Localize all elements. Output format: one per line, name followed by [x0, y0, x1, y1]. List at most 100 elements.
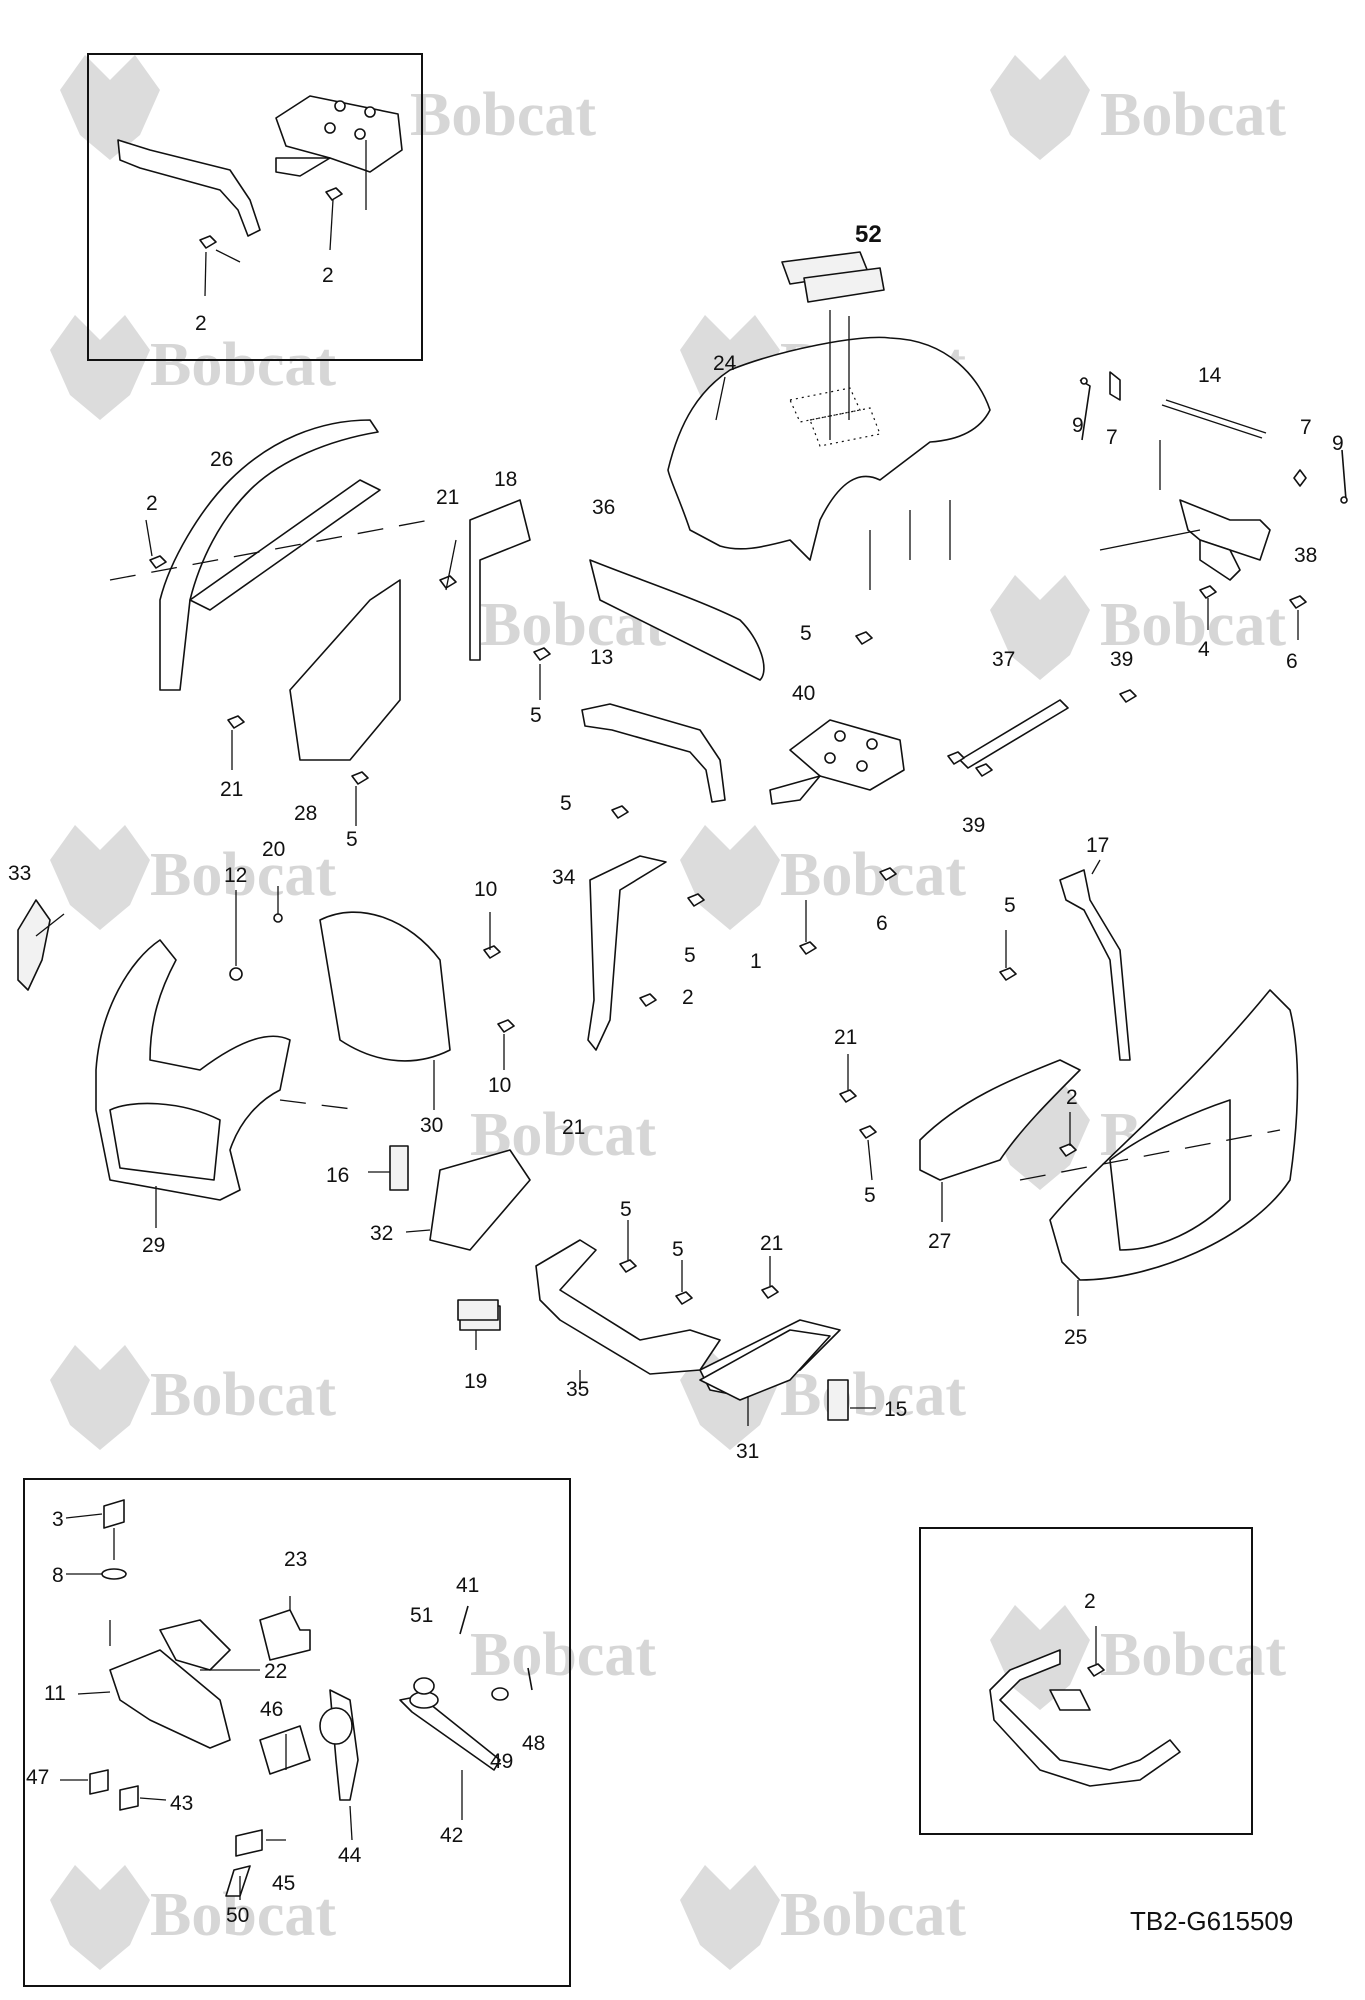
inset-frame-bottom-left: [23, 1478, 571, 1987]
callout-label: 48: [522, 1732, 545, 1755]
callout-label: 40: [792, 682, 815, 705]
svg-text:Bobcat: Bobcat: [1100, 591, 1286, 659]
inset-frame-top-left: [87, 53, 423, 361]
bobcat-watermark-logo: Bobcat: [60, 55, 596, 160]
drawing-code: TB2-G615509: [1130, 1906, 1293, 1936]
svg-text:Bobcat: Bobcat: [470, 1621, 656, 1689]
callout-label: 8: [52, 1564, 64, 1587]
part-inset-bracket: 2: [989, 1590, 1181, 1787]
svg-text:Bobcat: Bobcat: [150, 841, 336, 909]
callout-label: 10: [474, 878, 497, 901]
callout-label: 5: [560, 792, 572, 815]
callout-label: 24: [713, 352, 737, 375]
inset-top-left-parts: 2 2: [117, 95, 403, 335]
callout-label: 32: [370, 1222, 393, 1245]
callout-label: 1: [750, 950, 762, 973]
callout-label: 16: [326, 1164, 349, 1187]
callout-label: 44: [338, 1844, 362, 1867]
callout-label: 39: [962, 814, 985, 837]
callout-label: 22: [264, 1660, 287, 1683]
callout-label: 33: [8, 862, 31, 885]
callout-label: 5: [684, 944, 696, 967]
svg-text:Bobcat: Bobcat: [150, 1881, 336, 1949]
callout-label: 23: [284, 1548, 307, 1571]
callout-label: 11: [44, 1682, 66, 1705]
callout-label: 31: [736, 1440, 759, 1463]
callout-label: 45: [272, 1872, 295, 1895]
callout-label: 7: [1300, 416, 1312, 439]
callout-label: 12: [224, 864, 247, 887]
callout-label: 21: [834, 1026, 857, 1049]
callout-label: 46: [260, 1698, 283, 1721]
callout-label: 52: [855, 221, 882, 248]
callout-label: 47: [26, 1766, 49, 1789]
callout-label: 29: [142, 1234, 165, 1257]
callout-label: 21: [436, 486, 459, 509]
callout-label: 18: [494, 468, 517, 491]
callout-label: 3: [52, 1508, 64, 1531]
bobcat-watermark-logo: Bobcat: [470, 1621, 656, 1689]
part-front-panel-left: 26 2 21 18 36 5 21 28 5: [109, 419, 765, 851]
callout-label: 42: [440, 1824, 463, 1847]
callout-label: 39: [1110, 648, 1133, 671]
callout-label: 5: [1004, 894, 1016, 917]
svg-text:Bobcat: Bobcat: [150, 1361, 336, 1429]
bobcat-watermark-logo: Bobcat: [50, 315, 336, 420]
callout-label: 2: [322, 264, 334, 287]
callout-label: 35: [566, 1378, 589, 1401]
callout-label: 27: [928, 1230, 951, 1253]
watermark-layer: Bobcat Bobcat Bobcat Bobcat Bobcat Bobca…: [50, 55, 1286, 1970]
callout-label: 30: [420, 1114, 443, 1137]
callout-label: 9: [1332, 432, 1344, 455]
callout-label: 2: [195, 312, 207, 335]
bobcat-watermark-logo: Bobcat: [50, 825, 336, 930]
part-hood-stay: 14 9 7 7 9 38 4 6: [1072, 364, 1348, 673]
callout-label: 19: [464, 1370, 487, 1393]
callout-label: 7: [1106, 426, 1118, 449]
callout-label: 21: [760, 1232, 783, 1255]
callout-label: 43: [170, 1792, 193, 1815]
callout-label: 5: [346, 828, 358, 851]
callout-label: 38: [1294, 544, 1317, 567]
part-hood: 52 24: [667, 221, 991, 590]
inset-frame-bottom-right: [919, 1527, 1253, 1835]
callout-label: 20: [262, 838, 285, 861]
part-side-panel-right: 17 5 21 2 5 27 25: [834, 834, 1299, 1349]
part-under-covers: 5 5 21 19 35 31 15: [457, 1198, 907, 1463]
bobcat-watermark-logo: Bobcat: [50, 1345, 336, 1450]
svg-text:Bobcat: Bobcat: [410, 81, 596, 149]
callout-label: 21: [220, 778, 243, 801]
callout-label: 25: [1064, 1326, 1087, 1349]
bobcat-watermark-logo: Bobcat: [680, 825, 966, 930]
callout-label: 51: [410, 1604, 433, 1627]
svg-text:Bobcat: Bobcat: [780, 1881, 966, 1949]
part-center-brackets: 5 13 40 37 39 5 39 6 1 34 5 2: [552, 622, 1137, 1051]
svg-text:Bobcat: Bobcat: [1100, 81, 1286, 149]
callout-label: 5: [800, 622, 812, 645]
callout-label: 5: [672, 1238, 684, 1261]
svg-text:Bobcat: Bobcat: [780, 841, 966, 909]
part-front-grille-left: 33 12 20 10 10 30 29 16 21 32: [8, 838, 585, 1331]
callout-label: 15: [884, 1398, 907, 1421]
svg-text:Bobcat: Bobcat: [780, 1361, 966, 1429]
callout-label: 41: [456, 1574, 479, 1597]
callout-label: 34: [552, 866, 576, 889]
callout-label: 21: [562, 1116, 585, 1139]
bobcat-watermark-logo: Bobcat: [680, 1865, 966, 1970]
callout-label: 13: [590, 646, 613, 669]
bobcat-watermark-logo: Bobcat: [990, 1605, 1286, 1710]
callout-label: 2: [1066, 1086, 1078, 1109]
callout-label: 5: [620, 1198, 632, 1221]
callout-label: 50: [226, 1904, 249, 1927]
callout-label: 36: [592, 496, 615, 519]
bobcat-watermark-logo: Bobcat: [50, 1865, 336, 1970]
callout-label: 5: [864, 1184, 876, 1207]
callout-label: 2: [146, 492, 158, 515]
callout-label: 49: [490, 1750, 513, 1773]
callout-label: 2: [682, 986, 694, 1009]
callout-label: 28: [294, 802, 317, 825]
part-latch-assembly: 3 8 23 41 51 22 11 46 49 48 47 43 42 44 …: [26, 1499, 545, 1927]
callout-label: 5: [530, 704, 542, 727]
